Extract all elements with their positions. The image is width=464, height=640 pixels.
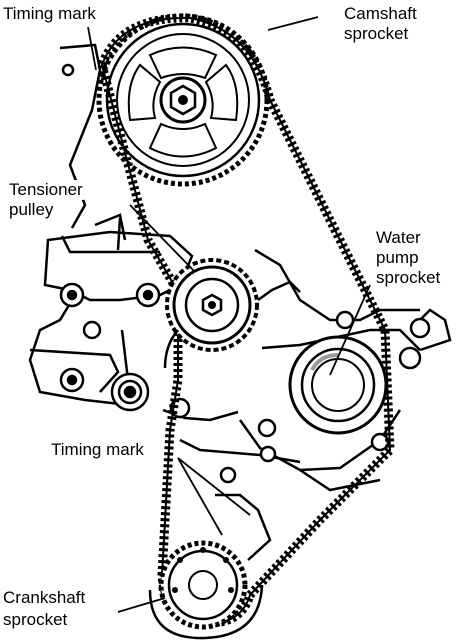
leader-lines — [87, 16, 371, 613]
camshaft-sprocket-label-line2: sprocket — [343, 24, 410, 44]
water-pump-label-line3: sprocket — [375, 268, 442, 288]
water-pump-label-line2: pump — [375, 248, 420, 268]
camshaft-sprocket-label-line1: Camshaft — [343, 4, 418, 24]
water-pump-label-line1: Water — [375, 228, 422, 248]
housing-bolts — [59, 282, 431, 484]
crank-lower-guard — [148, 493, 272, 640]
crankshaft-sprocket-label-line2: sprocket — [2, 610, 69, 630]
timing-mark-bottom-label: Timing mark — [50, 440, 145, 460]
water-pump-sprocket — [288, 335, 388, 435]
crankshaft-sprocket — [158, 540, 248, 630]
tensioner-spring — [110, 329, 150, 412]
tensioner-pulley-label-line1: Tensioner — [8, 180, 84, 200]
tensioner-pulley — [163, 258, 301, 369]
timing-mark-top-label: Timing mark — [2, 4, 97, 24]
crankshaft-sprocket-label-line1: Crankshaft — [2, 588, 87, 608]
camshaft-sprocket — [96, 13, 270, 187]
tensioner-pulley-label-line2: pulley — [8, 200, 55, 220]
